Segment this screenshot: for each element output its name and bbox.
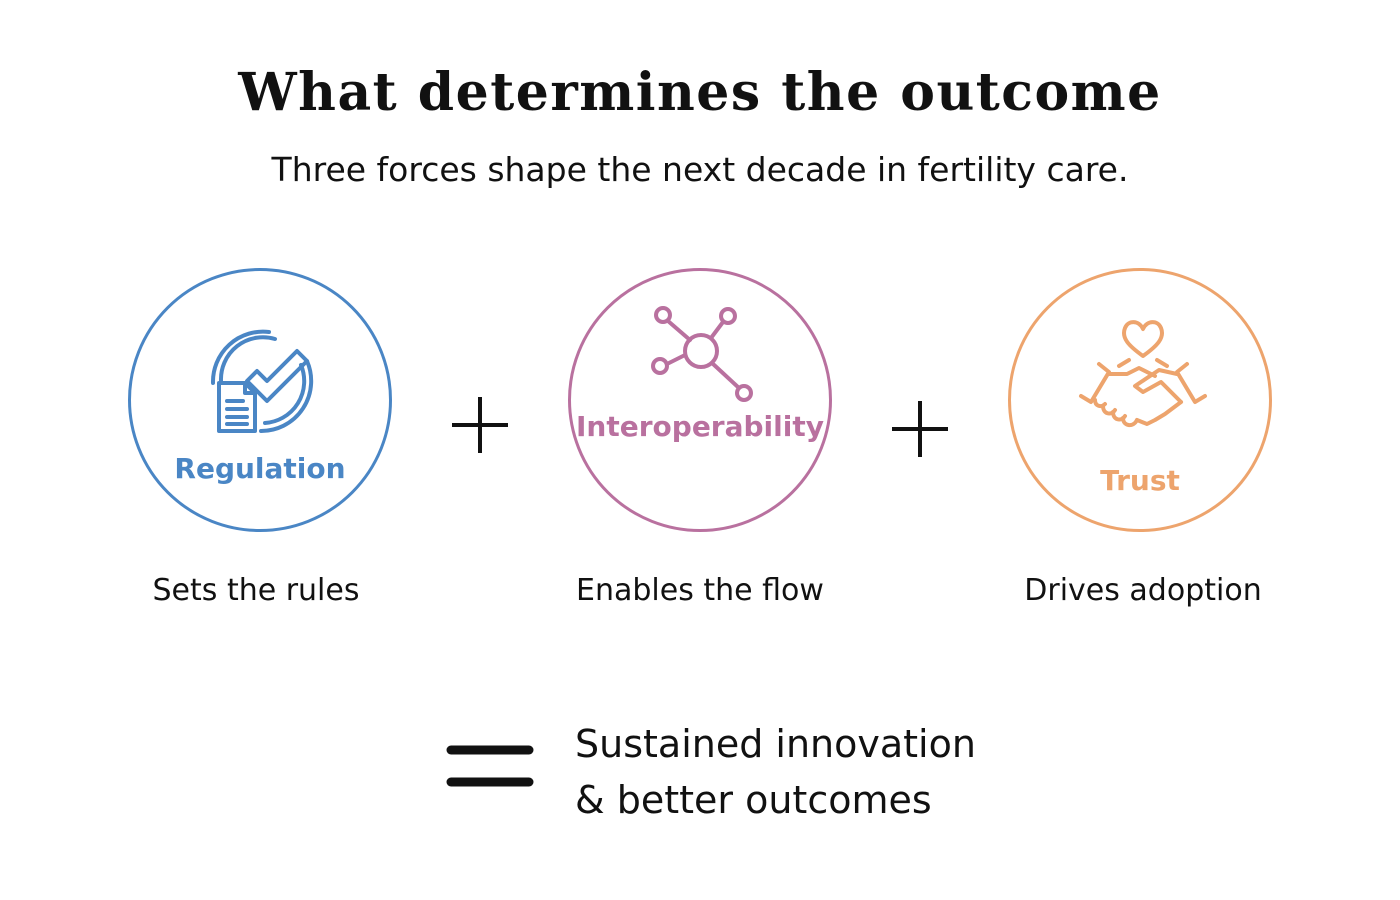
trust-circle: Trust [1008, 268, 1272, 532]
interoperability-caption: Enables the flow [576, 573, 824, 608]
interoperability-label: Interoperability [576, 410, 824, 443]
regulation-caption: Sets the rules [152, 573, 360, 608]
handshake-heart-icon [1079, 320, 1207, 427]
plus-icon [452, 397, 508, 453]
outcome-line-1: Sustained innovation [575, 722, 976, 766]
trust-caption: Drives adoption [1024, 573, 1262, 608]
network-hub-icon [651, 306, 753, 402]
outcome-text: Sustained innovation & better outcomes [575, 716, 976, 828]
document-check-icon [210, 329, 314, 434]
interoperability-circle: Interoperability [568, 268, 832, 532]
equals-icon [446, 745, 534, 787]
page-title: What determines the outcome [238, 62, 1162, 123]
regulation-label: Regulation [174, 452, 346, 485]
trust-label: Trust [1100, 464, 1180, 497]
plus-icon [892, 401, 948, 457]
outcome-line-2: & better outcomes [575, 778, 932, 822]
page-subtitle: Three forces shape the next decade in fe… [271, 150, 1129, 189]
regulation-circle: Regulation [128, 268, 392, 532]
